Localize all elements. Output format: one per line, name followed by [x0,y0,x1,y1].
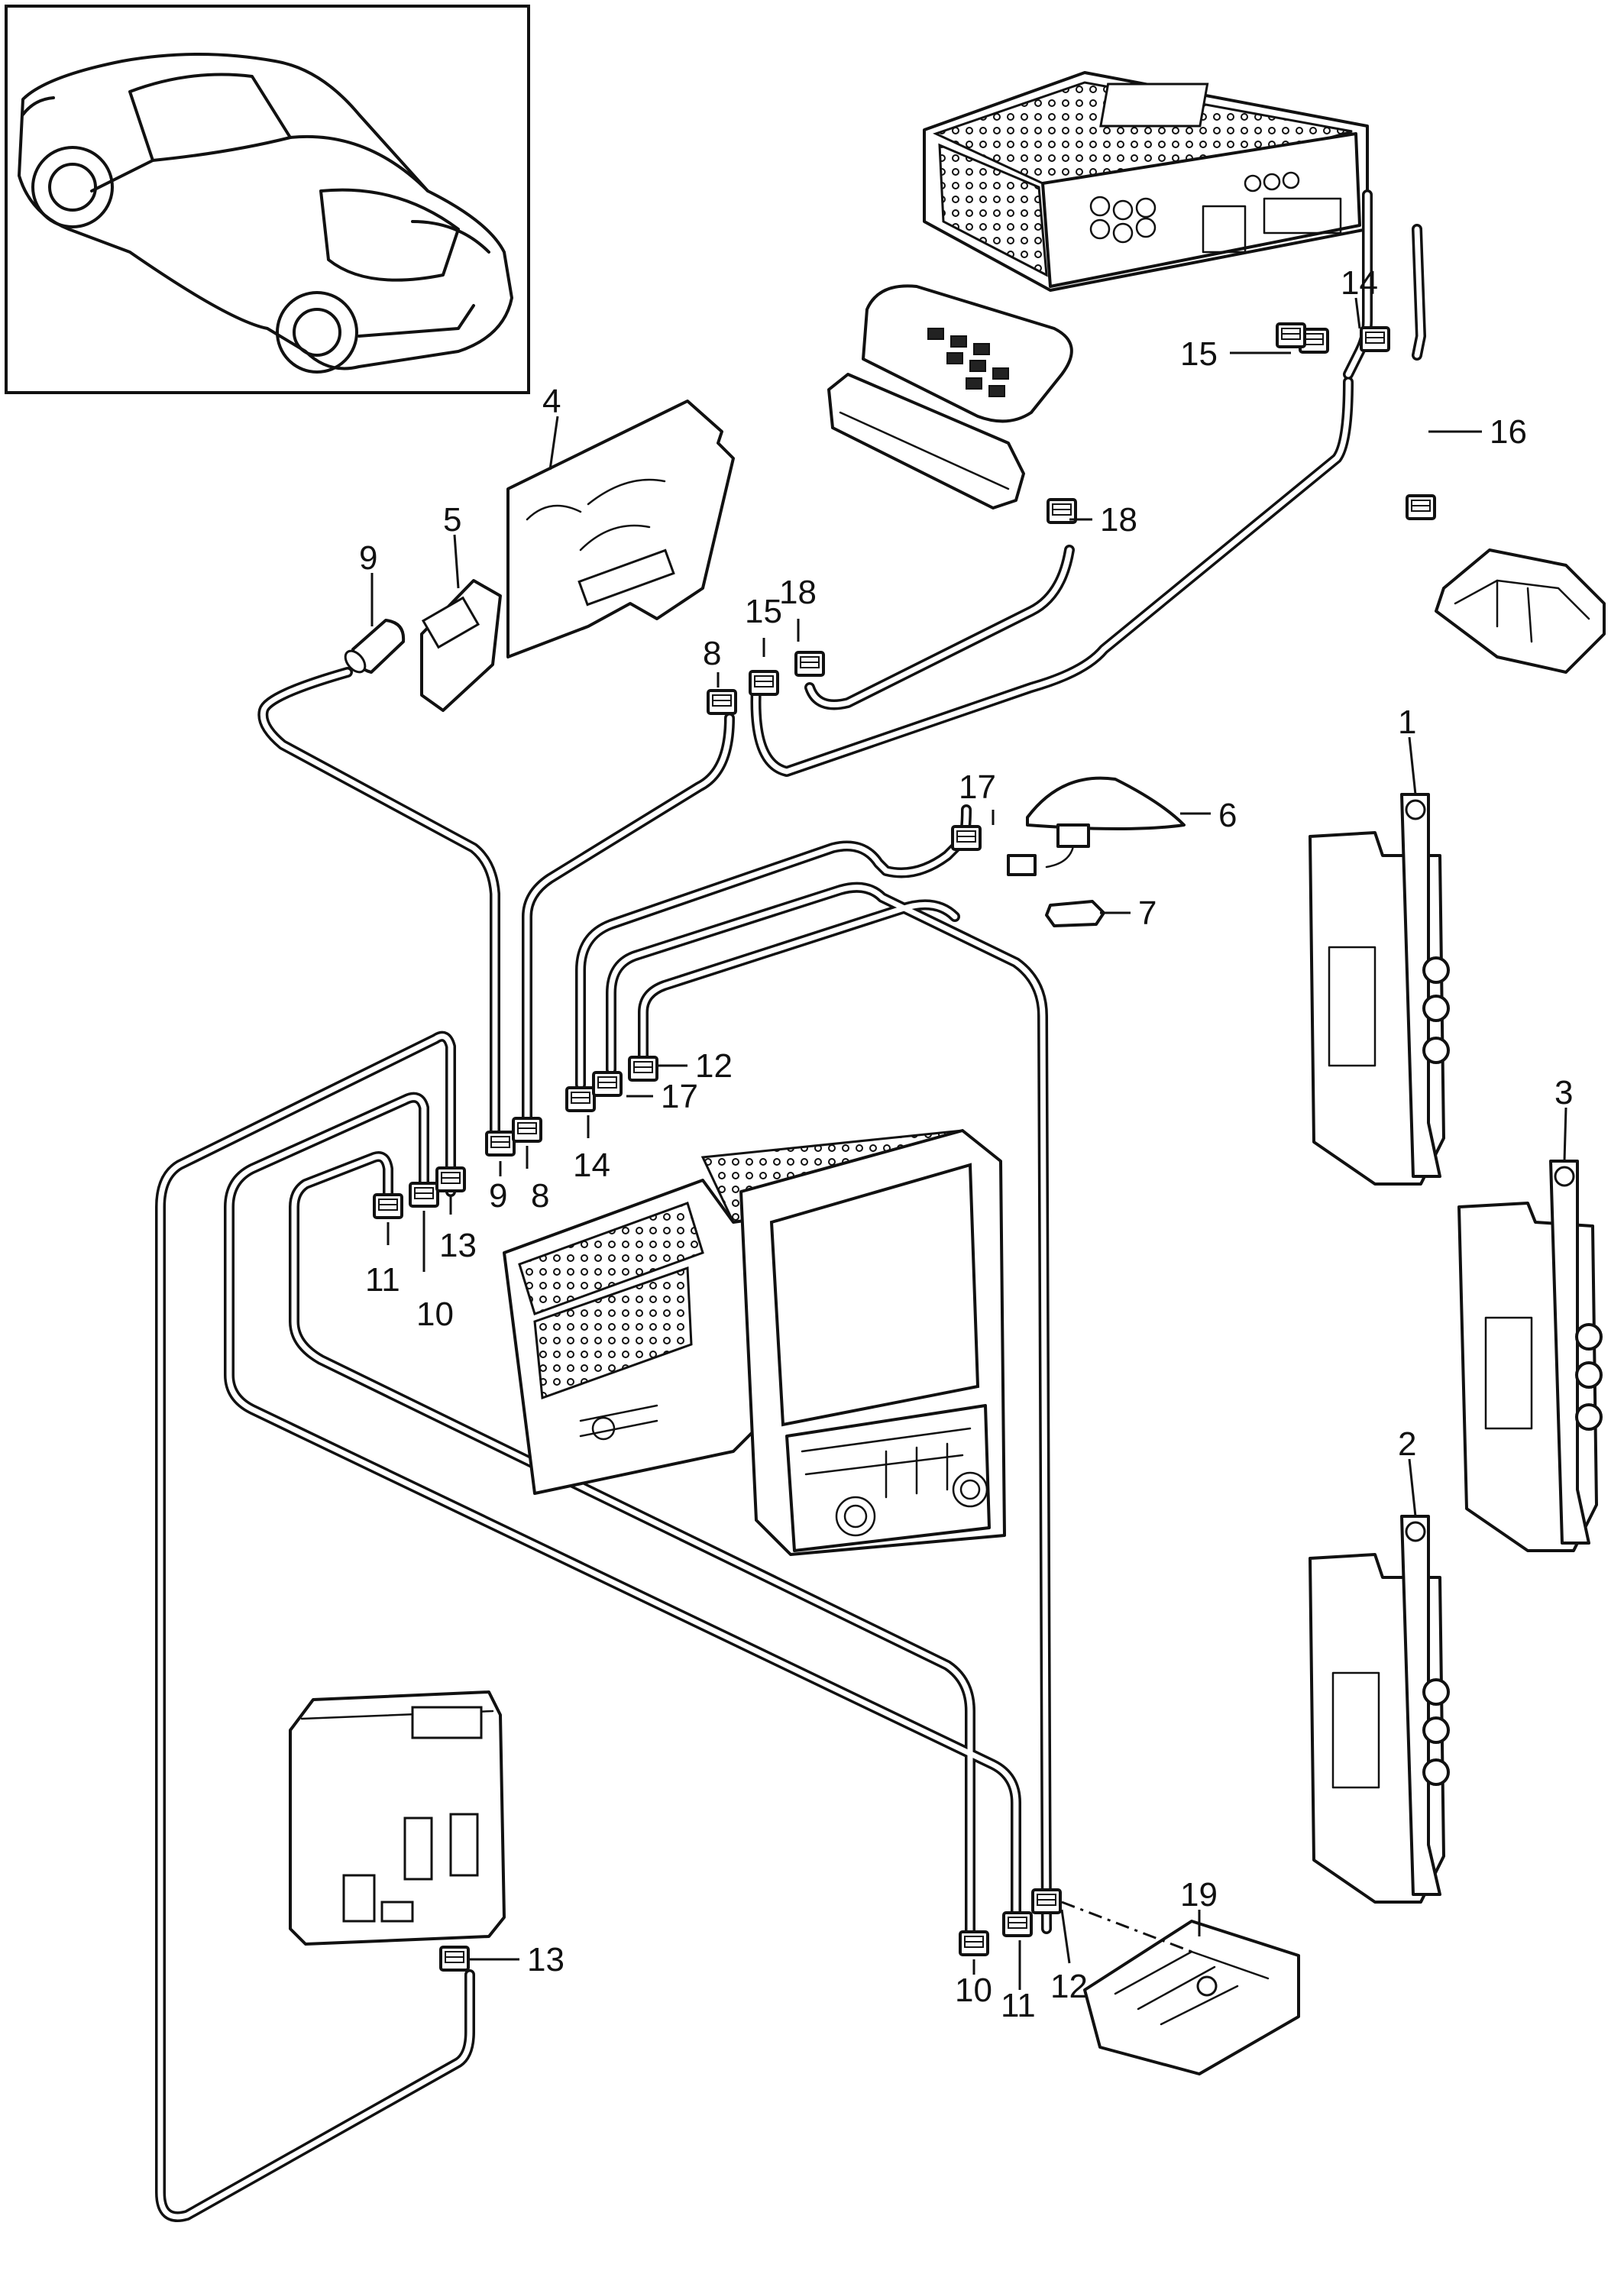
cable-4 [804,545,1075,710]
callout-18-center: 18 [779,574,817,611]
cable-10-core [291,1153,973,1943]
antenna-amplifier-2 [1309,1515,1450,1904]
callout-6: 6 [1218,797,1237,834]
callout-12-center: 12 [695,1047,733,1085]
cable-4-core [807,547,1072,707]
callout-9-top: 9 [359,539,377,577]
cable-harness [155,189,1426,2222]
callout-16: 16 [1490,413,1527,451]
cable-6-core [608,885,1050,1932]
roof-antenna-icon [1007,776,1186,927]
callout-13-bottom: 13 [527,1941,565,1978]
car-rear-icon [18,53,513,374]
cable-9-core [226,1095,1019,1920]
callout-15-top: 15 [1180,335,1218,373]
cable-7 [638,899,960,1071]
cable-12-core [1414,226,1424,358]
callout-18-top: 18 [1100,501,1137,539]
telephone-handset [827,284,1073,510]
callout-9-bottom: 9 [489,1177,507,1215]
cable-2-core [524,715,733,1134]
navigation-module [923,71,1369,292]
callout-8-bottom: 8 [531,1177,549,1215]
callout-14-top: 14 [1341,264,1378,302]
callout-11-left: 11 [365,1261,400,1299]
callout-17-top: 17 [959,768,996,806]
callout-19: 19 [1180,1876,1218,1914]
callout-8-top: 8 [703,635,721,672]
plug-module [420,579,502,712]
cable-3 [750,377,1354,777]
callout-12-bottom: 12 [1050,1968,1088,2005]
callout-1: 1 [1398,704,1416,741]
callout-labels: 1 2 3 4 5 6 7 8 8 9 9 10 10 11 11 12 12 … [359,264,1573,2024]
callout-17-center: 17 [661,1078,698,1115]
callout-10-left: 10 [416,1296,454,1333]
callout-2: 2 [1398,1425,1416,1463]
leader-lines [370,297,1567,1990]
antenna-amplifier-1 [1309,793,1450,1186]
callout-11-bottom: 11 [1001,1987,1036,2024]
callout-10-bottom: 10 [955,1972,992,2009]
callout-14-center: 14 [573,1147,610,1184]
callout-13-left: 13 [439,1227,477,1264]
callout-4: 4 [542,383,561,420]
cable-1-core [260,669,498,1134]
callout-15-center: 15 [745,593,782,630]
radio-navigation-unit-icon [503,1129,1006,1556]
cradle-holder [1435,548,1606,674]
vehicle-inset [5,5,530,394]
callout-5: 5 [443,501,461,539]
cable-3-core [753,379,1351,775]
callout-7: 7 [1138,895,1157,932]
cable-8-core [157,1034,473,2220]
antenna-amplifier-3 [1457,1160,1603,1552]
mounting-plate [506,400,735,658]
coax-plug [344,619,406,674]
holder-bracket-icon [1083,1920,1300,2075]
cable-7-core [640,901,958,1069]
callout-3: 3 [1554,1074,1573,1111]
control-module-icon [289,1690,506,1946]
